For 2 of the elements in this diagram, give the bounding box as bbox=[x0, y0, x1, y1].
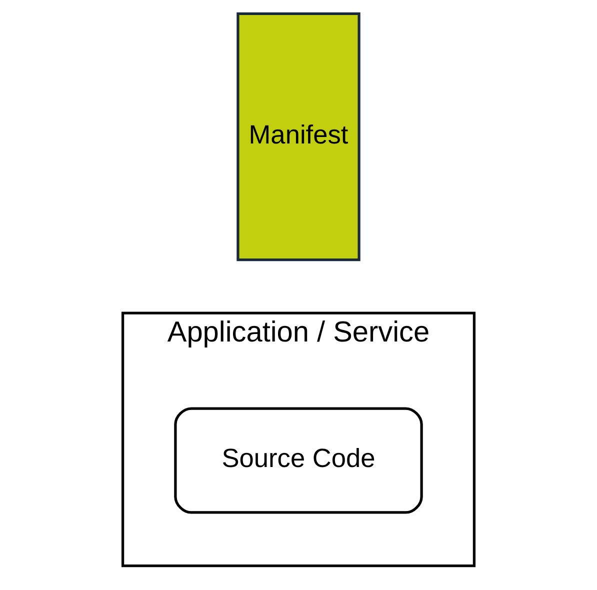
node-box: Source Code bbox=[174, 407, 423, 514]
node-box: Manifest bbox=[236, 12, 360, 262]
